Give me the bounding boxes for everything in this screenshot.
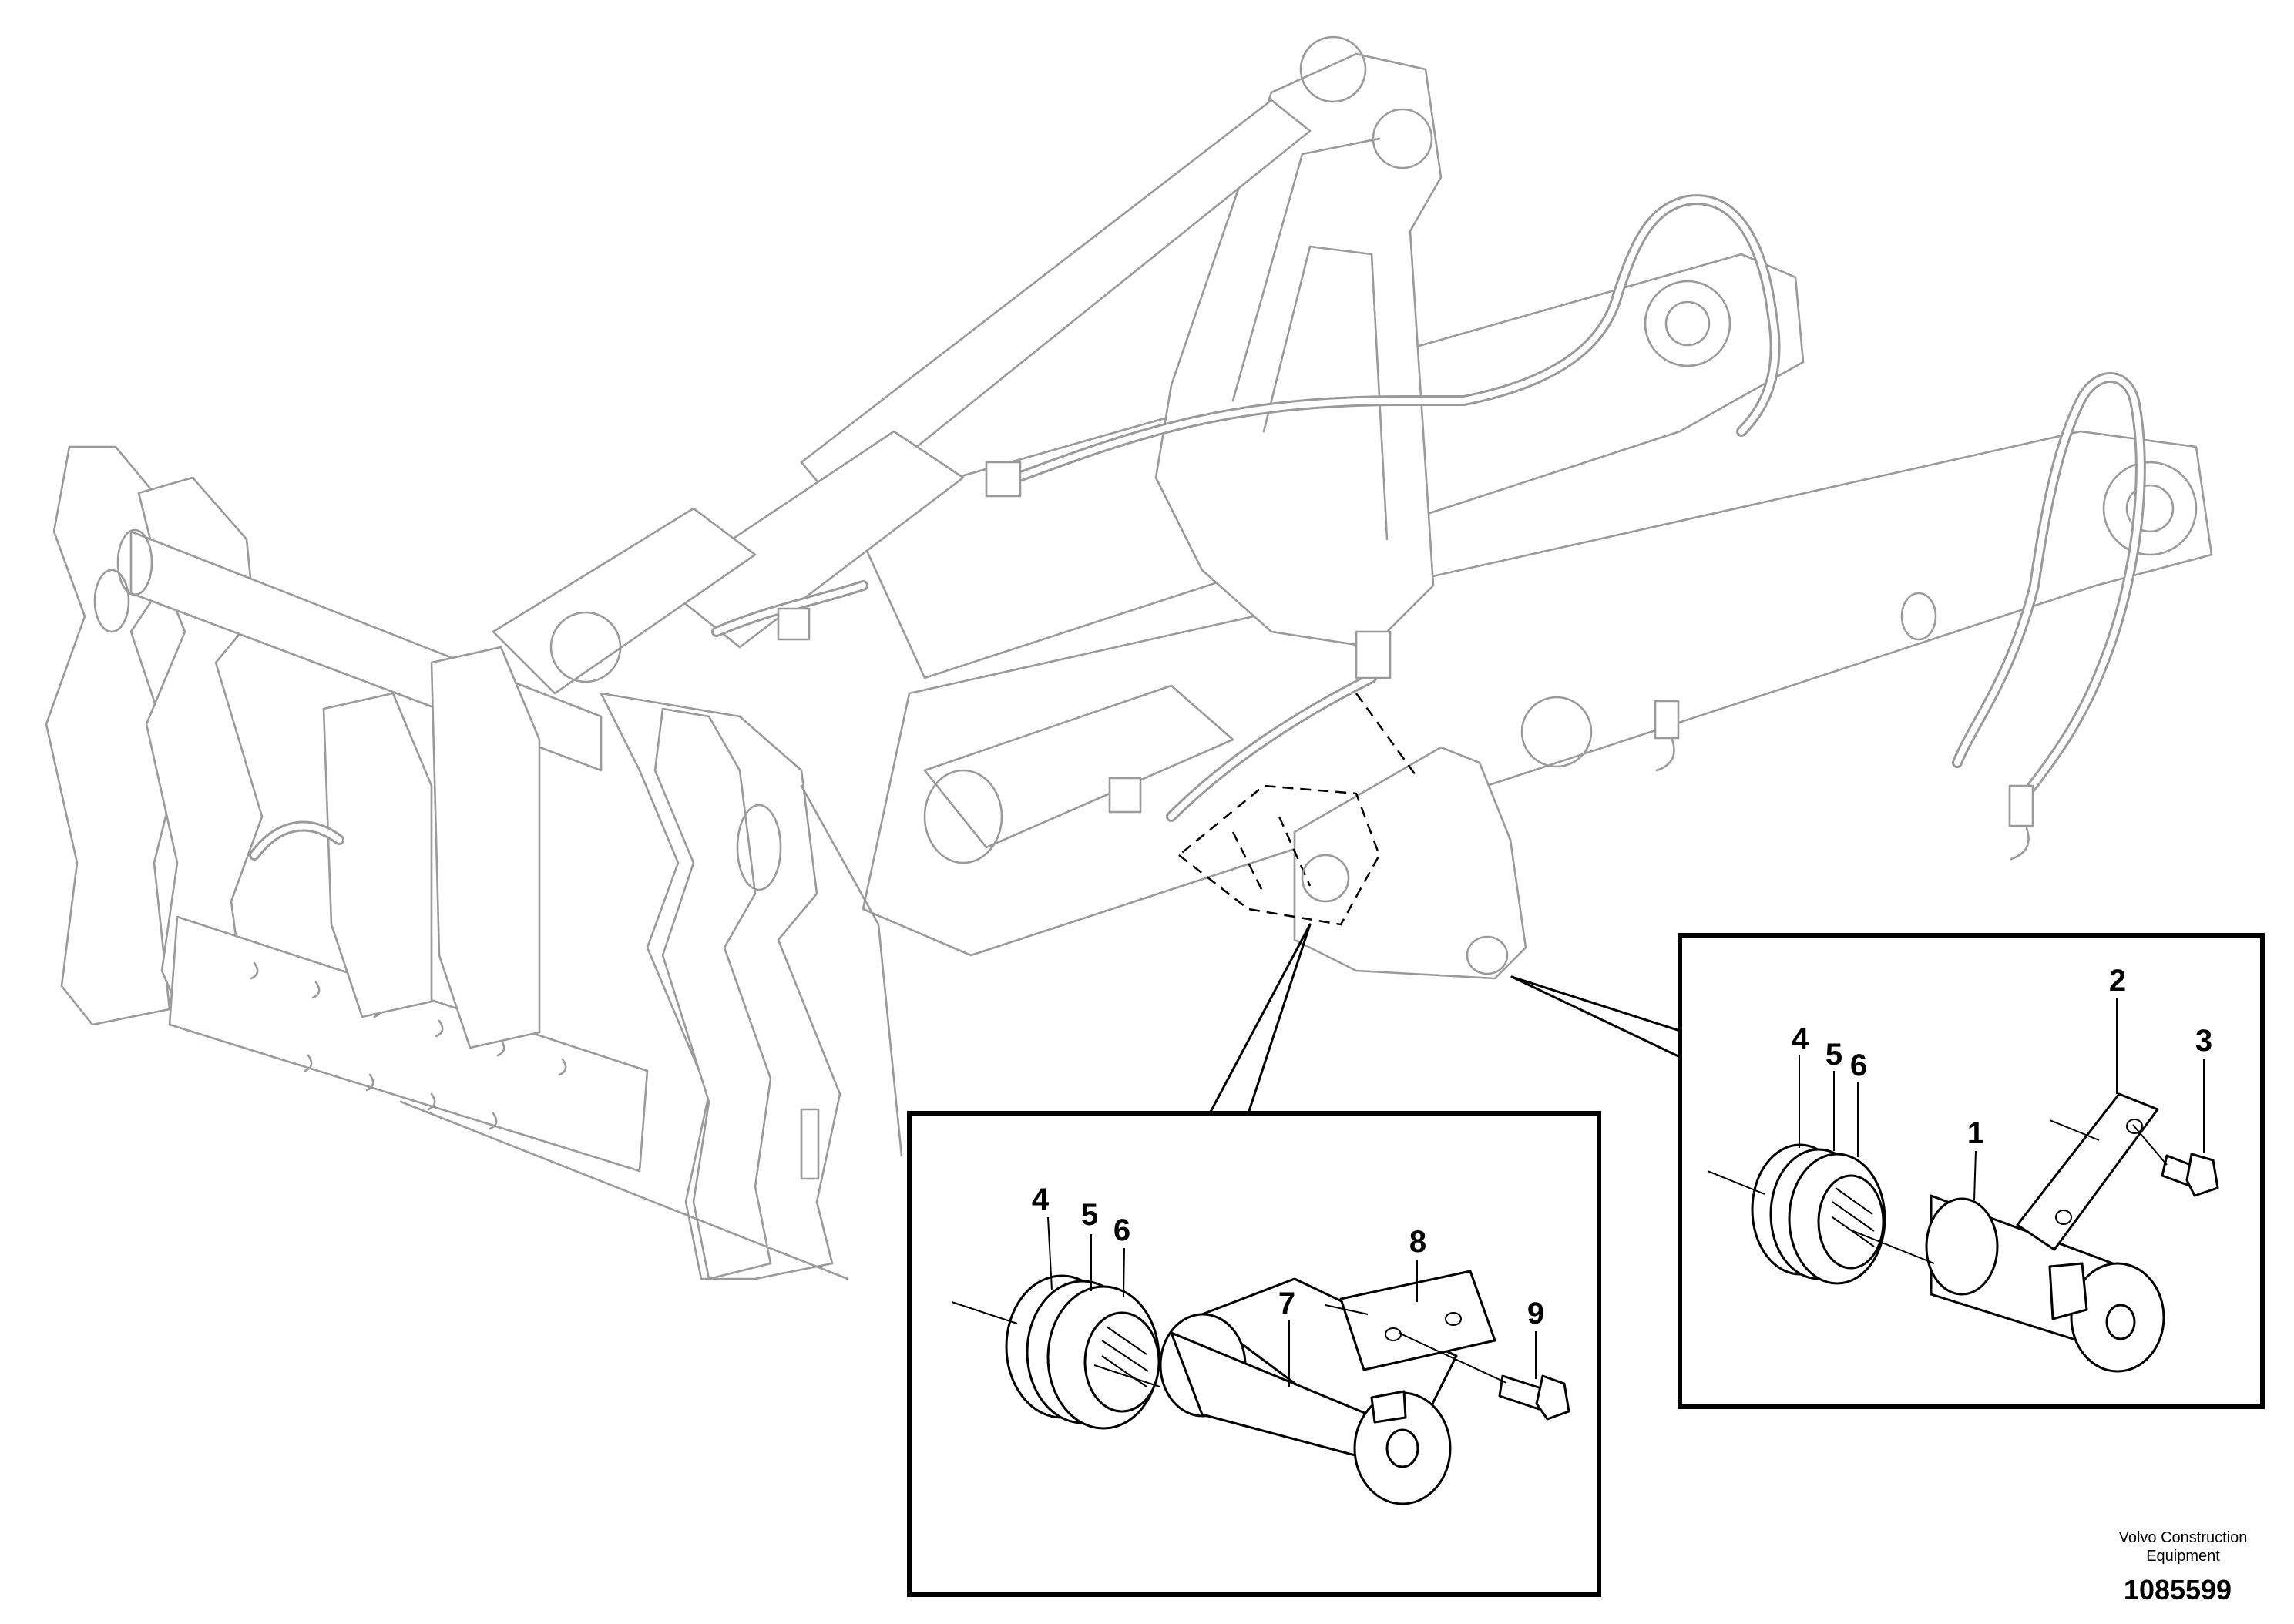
pin-part-1: [1925, 1194, 2165, 1373]
detail-view-right: 1 2 3 4 5 6: [1678, 933, 2265, 1409]
callout-5-right: 5: [1825, 1038, 1842, 1072]
title-block: Volvo Construction Equipment 1085599: [2119, 1529, 2248, 1606]
detail-frame-left: [907, 1111, 1601, 1597]
lock-plate-part-8: [1339, 1270, 1496, 1371]
callout-6-right: 6: [1850, 1049, 1867, 1082]
detail-frame-right: [1678, 933, 2265, 1409]
callout-6-left: 6: [1113, 1213, 1130, 1247]
callout-5-left: 5: [1081, 1198, 1098, 1232]
lock-plate-part-2: [2016, 1092, 2159, 1251]
callout-8-left: 8: [1409, 1225, 1426, 1259]
callout-2-right: 2: [2109, 964, 2126, 998]
bolt-part-3: [2161, 1153, 2219, 1197]
pivot-bracket: [1293, 746, 1527, 980]
seal-bushing-parts-4-5-6: [1005, 1274, 1160, 1430]
front-lift-arm: [862, 430, 2213, 957]
callout-9-left: 9: [1527, 1297, 1544, 1330]
callout-3-right: 3: [2195, 1024, 2212, 1058]
callout-1-right: 1: [1967, 1116, 1984, 1150]
loader-lift-arm-assembly: [45, 35, 2213, 1280]
tilt-cylinder: [661, 430, 965, 649]
brand-line-1: Volvo Construction: [2119, 1529, 2248, 1546]
callout-4-right: 4: [1792, 1022, 1809, 1056]
callout-7-left: 7: [1278, 1287, 1295, 1320]
callout-4-left: 4: [1032, 1183, 1050, 1216]
callout-pointer-right: [1510, 975, 1681, 1059]
brand-line-2: Equipment: [2146, 1548, 2220, 1565]
detail-view-left: 4 5 6 7 8 9: [907, 1111, 1601, 1597]
document-number: 1085599: [2124, 1574, 2232, 1606]
pin-part-7: [1159, 1277, 1458, 1505]
callout-pointer-left: [1208, 923, 1312, 1115]
tilt-lever: [1154, 52, 1443, 649]
bolt-part-9: [1498, 1374, 1570, 1421]
seal-bushing-parts-4-5-6: [1751, 1143, 1886, 1285]
